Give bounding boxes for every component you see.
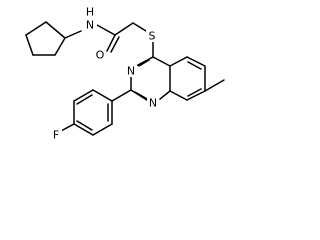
atom-label-nh: H N xyxy=(83,5,97,32)
atom-label-n3: N xyxy=(125,64,137,78)
amide-nitrogen-label: N xyxy=(86,19,94,32)
quinazoline-core xyxy=(130,56,225,103)
atom-label-n1: N xyxy=(147,96,159,110)
ring-nitrogen-1-label: N xyxy=(149,97,157,110)
atom-label-oxygen: O xyxy=(94,48,106,62)
fluorine-label: F xyxy=(53,129,59,142)
carbonyl-oxygen-label: O xyxy=(96,49,105,62)
fluorophenyl-ring xyxy=(60,89,132,136)
hydrogen-label: H xyxy=(86,6,94,19)
cyclopentyl-ring xyxy=(25,21,66,56)
ring-nitrogen-3-label: N xyxy=(127,65,135,78)
molecule-structure: H N O S N N F xyxy=(25,5,225,142)
atom-label-sulfur: S xyxy=(146,29,158,43)
sulfur-label: S xyxy=(149,30,156,43)
atom-label-fluorine: F xyxy=(51,128,62,142)
amide-linker xyxy=(64,22,154,58)
